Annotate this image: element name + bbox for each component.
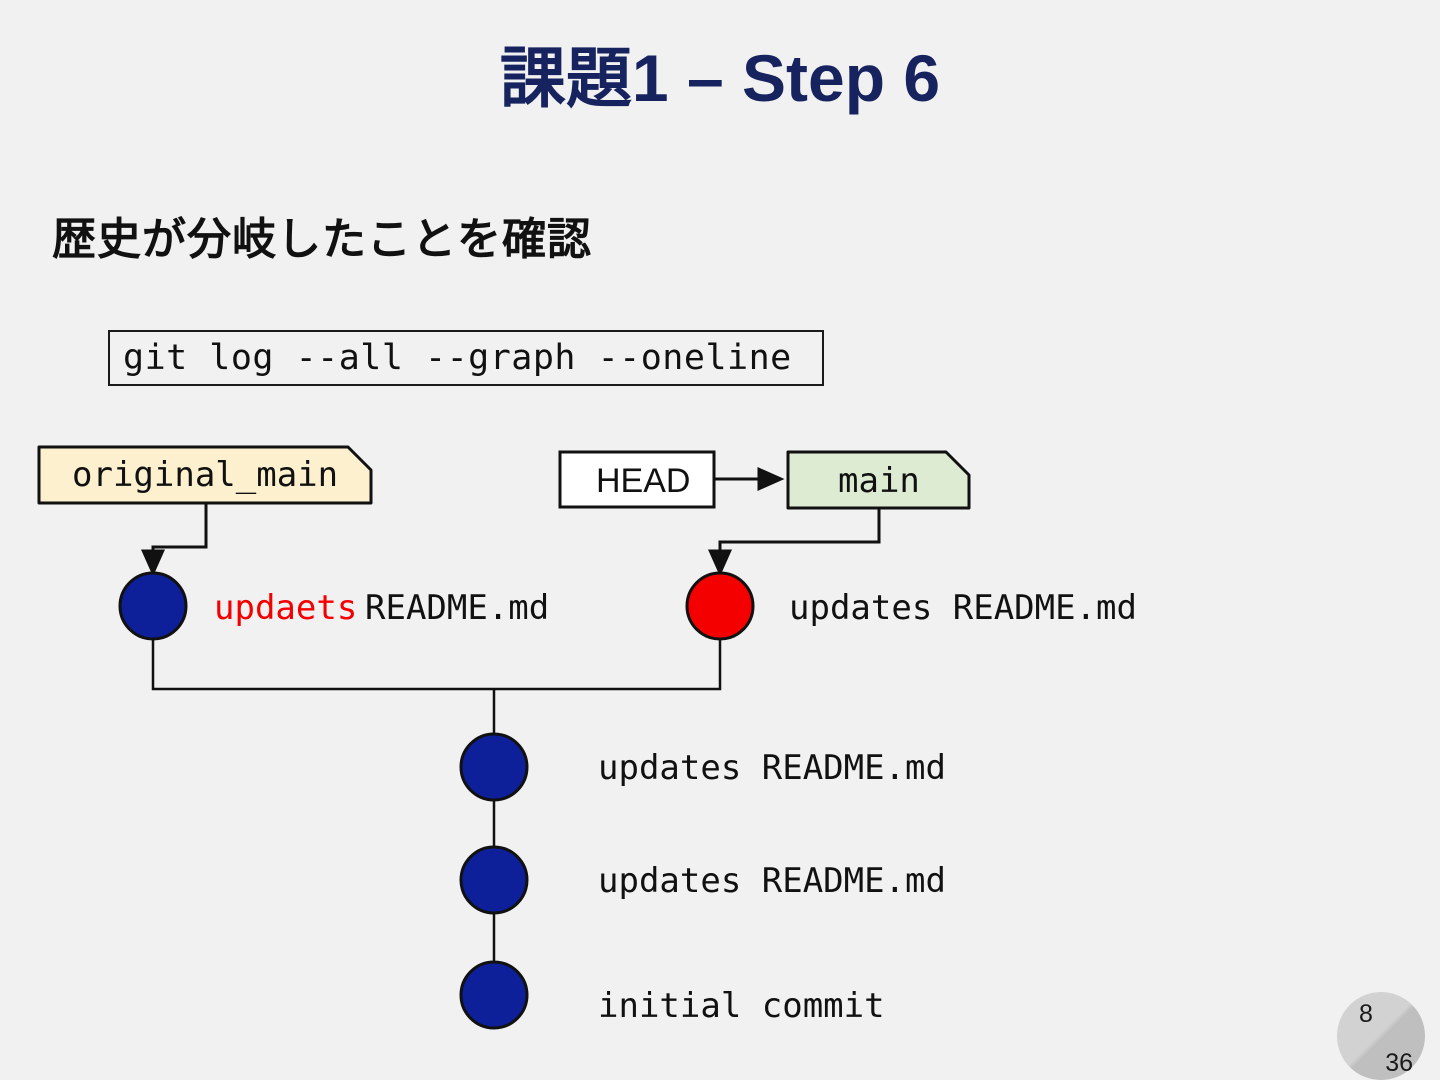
commit-node-updates-2[interactable] bbox=[459, 845, 529, 915]
commit-node-initial[interactable] bbox=[459, 960, 529, 1030]
connector-branch-merge bbox=[151, 640, 722, 962]
commit-message-updates-head: updates README.md bbox=[789, 588, 1137, 628]
command-box: git log --all --graph --oneline bbox=[108, 330, 824, 386]
tag-original-main[interactable]: original_main bbox=[37, 445, 373, 505]
page-total-number: 36 bbox=[1385, 1049, 1413, 1077]
page-current-number: 8 bbox=[1359, 1000, 1373, 1028]
box-head-label: HEAD bbox=[596, 462, 690, 500]
tag-original-main-label: original_main bbox=[72, 455, 338, 495]
tag-main[interactable]: main bbox=[786, 450, 971, 510]
connector-main-to-commit bbox=[708, 508, 881, 577]
command-text: git log --all --graph --oneline bbox=[123, 338, 792, 378]
connector-original-main-to-commit bbox=[141, 503, 208, 577]
commit-node-updates-head[interactable] bbox=[685, 571, 755, 641]
commit-message-updates-1: updates README.md bbox=[598, 748, 946, 788]
commit-message-updates-2: updates README.md bbox=[598, 861, 946, 901]
box-head[interactable]: HEAD bbox=[558, 450, 716, 509]
commit-node-updaets[interactable] bbox=[118, 571, 188, 641]
commit-message-initial: initial commit bbox=[598, 986, 885, 1026]
commit-message-typo: updaets bbox=[214, 588, 357, 628]
tag-main-label: main bbox=[838, 461, 920, 501]
page-title: 課題1 – Step 6 bbox=[499, 41, 941, 115]
commit-node-updates-1[interactable] bbox=[459, 732, 529, 802]
slide-subtitle: 歴史が分岐したことを確認 bbox=[52, 215, 592, 264]
commit-message-updaets-rest: README.md bbox=[365, 588, 549, 628]
page-number-badge: 8 36 bbox=[1337, 992, 1425, 1080]
